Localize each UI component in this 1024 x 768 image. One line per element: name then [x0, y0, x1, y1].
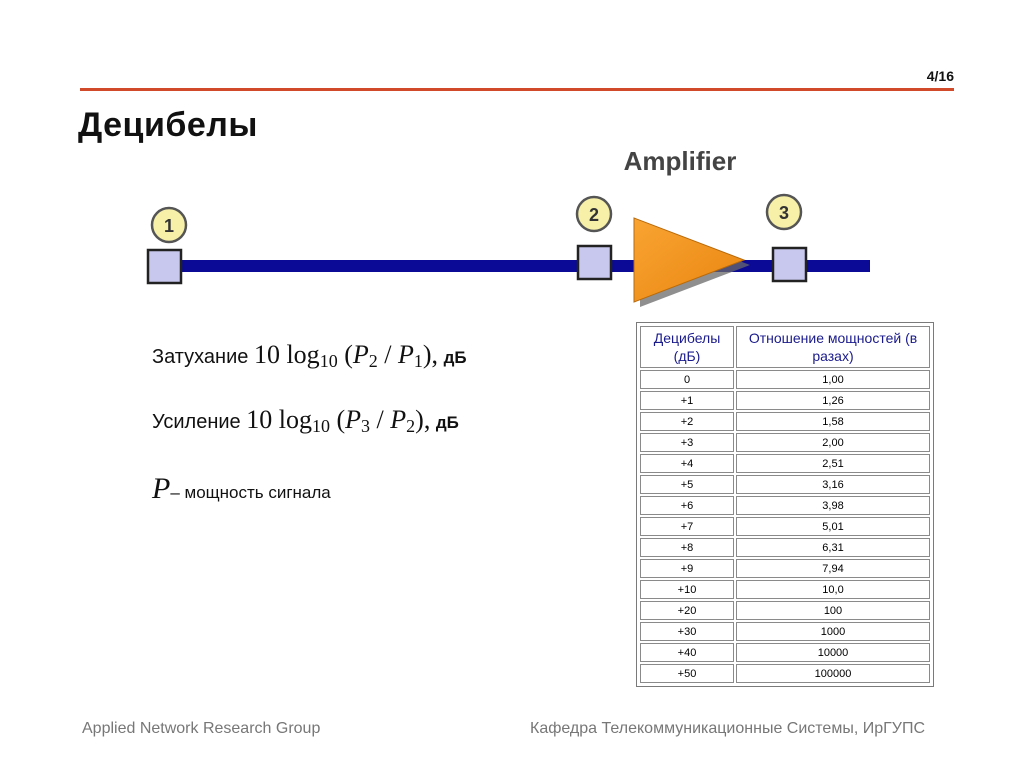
- point-badge-2-label: 2: [589, 205, 599, 225]
- table-cell-ratio: 10000: [736, 643, 930, 662]
- power-definition: P– мощность сигнала: [152, 472, 331, 506]
- table-cell-decibels: +4: [640, 454, 734, 473]
- gain-formula: Усиление 10 log10 (P3 / P2), дБ: [152, 405, 459, 435]
- point-badge-1: 1: [150, 206, 188, 244]
- slide-title: Децибелы: [78, 106, 258, 144]
- table-cell-ratio: 100: [736, 601, 930, 620]
- table-cell-decibels: +8: [640, 538, 734, 557]
- table-cell-ratio: 2,51: [736, 454, 930, 473]
- table-cell-decibels: +3: [640, 433, 734, 452]
- point-badge-3: 3: [765, 193, 803, 231]
- table-header-decibels: Децибелы (дБ): [640, 326, 734, 368]
- table-cell-ratio: 3,16: [736, 475, 930, 494]
- table-cell-decibels: +30: [640, 622, 734, 641]
- node-square-3: [771, 246, 808, 283]
- signal-line: [180, 260, 870, 272]
- gain-unit: дБ: [435, 413, 459, 432]
- table-cell-ratio: 1,26: [736, 391, 930, 410]
- table-cell-decibels: +50: [640, 664, 734, 683]
- table-cell-ratio: 1,00: [736, 370, 930, 389]
- power-description: – мощность сигнала: [170, 483, 331, 502]
- page-number: 4/16: [926, 68, 954, 84]
- table-cell-ratio: 7,94: [736, 559, 930, 578]
- table-cell-decibels: +2: [640, 412, 734, 431]
- decibel-table: Децибелы (дБ) Отношение мощностей (в раз…: [636, 322, 934, 687]
- attenuation-math: 10 log10 (P2 / P1),: [253, 340, 439, 371]
- gain-label: Усиление: [152, 411, 241, 433]
- point-badge-3-label: 3: [779, 203, 789, 223]
- table-cell-decibels: +20: [640, 601, 734, 620]
- table-header-row: Децибелы (дБ) Отношение мощностей (в раз…: [640, 326, 930, 368]
- table-cell-ratio: 5,01: [736, 517, 930, 536]
- table-cell-ratio: 6,31: [736, 538, 930, 557]
- table-cell-decibels: +5: [640, 475, 734, 494]
- point-badge-1-label: 1: [164, 216, 174, 236]
- footer-department: Кафедра Телекоммуникационные Системы, Ир…: [530, 720, 925, 737]
- table-cell-decibels: +7: [640, 517, 734, 536]
- amplifier-icon: [633, 217, 746, 303]
- footer-group-name: Applied Network Research Group: [82, 720, 321, 737]
- point-badge-2: 2: [575, 195, 613, 233]
- table-cell-decibels: +10: [640, 580, 734, 599]
- attenuation-unit: дБ: [443, 348, 467, 367]
- node-square-1: [146, 248, 183, 285]
- amplifier-diagram: Amplifier 1 2 3: [146, 146, 870, 307]
- power-variable: P: [152, 472, 171, 505]
- node-square-2: [576, 244, 613, 281]
- table-cell-decibels: +40: [640, 643, 734, 662]
- table-header-ratio: Отношение мощностей (в разах): [736, 326, 930, 368]
- table-cell-ratio: 1000: [736, 622, 930, 641]
- table-cell-ratio: 2,00: [736, 433, 930, 452]
- amplifier-label: Amplifier: [624, 146, 737, 176]
- table-cell-decibels: 0: [640, 370, 734, 389]
- table-cell-ratio: 1,58: [736, 412, 930, 431]
- table-cell-ratio: 100000: [736, 664, 930, 683]
- gain-math: 10 log10 (P3 / P2),: [246, 405, 431, 436]
- table-cell-ratio: 10,0: [736, 580, 930, 599]
- attenuation-label: Затухание: [152, 346, 249, 368]
- header-rule: [80, 88, 954, 91]
- attenuation-formula: Затухание 10 log10 (P2 / P1), дБ: [152, 340, 467, 370]
- table-cell-decibels: +6: [640, 496, 734, 515]
- table-cell-decibels: +1: [640, 391, 734, 410]
- table-cell-decibels: +9: [640, 559, 734, 578]
- table-cell-ratio: 3,98: [736, 496, 930, 515]
